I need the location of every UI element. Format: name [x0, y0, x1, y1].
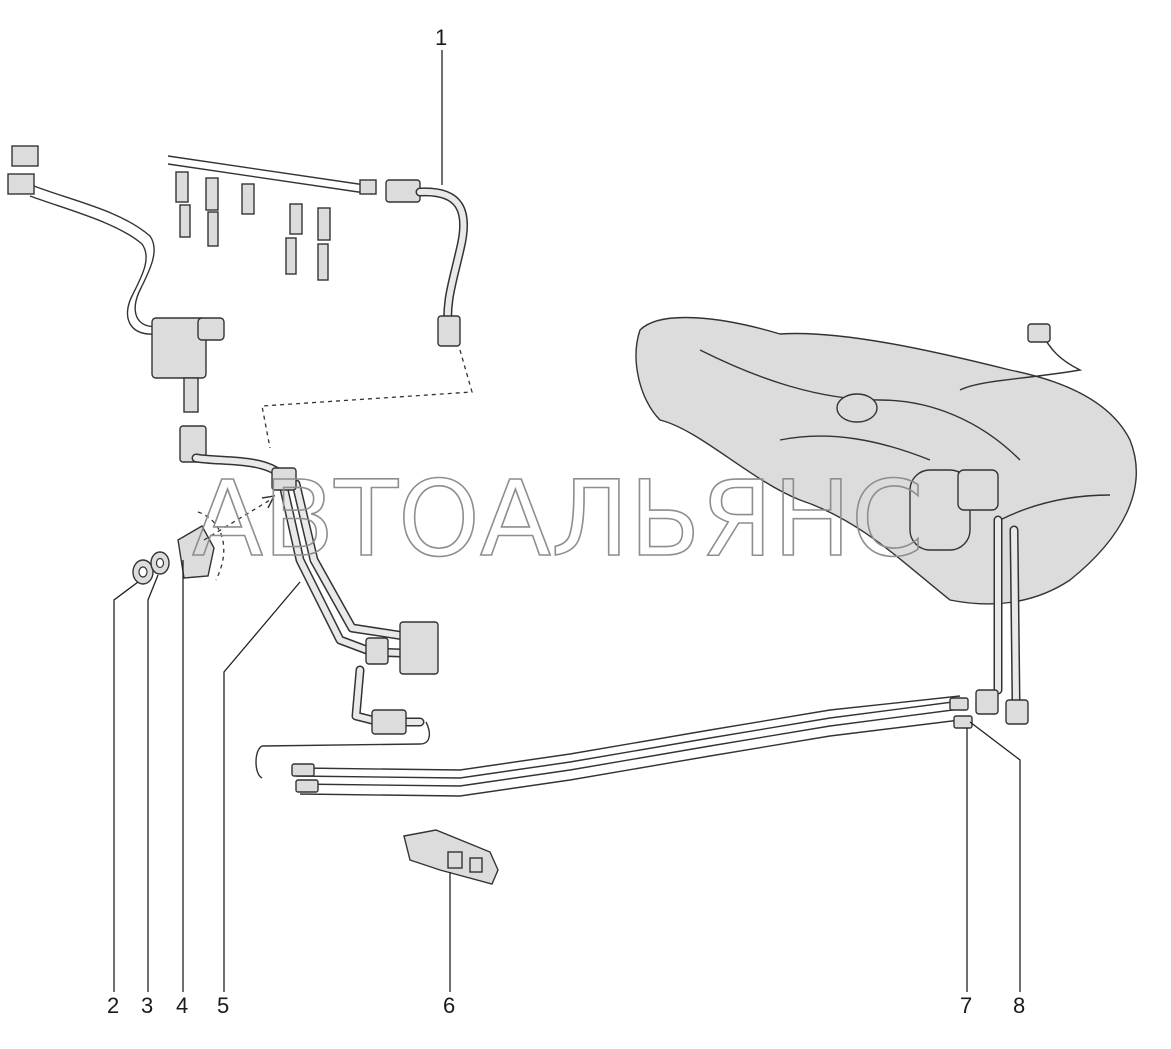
callout-1: 1 [435, 25, 447, 50]
wiring-harness [7, 145, 161, 335]
fuel-line [271, 467, 439, 735]
callout-5: 5 [217, 993, 229, 1018]
callout-7: 7 [960, 993, 972, 1018]
assembly-line [261, 349, 473, 449]
callout-3: 3 [141, 993, 153, 1018]
long-fuel-lines [255, 695, 973, 797]
callout-6: 6 [443, 993, 455, 1018]
callout-8: 8 [1013, 993, 1025, 1018]
nut-and-washer [132, 551, 170, 585]
fuel-rail-assembly [167, 155, 377, 281]
watermark: АВТОАЛЬЯНС [192, 458, 924, 580]
filter-module [151, 317, 225, 463]
leader-lines [113, 50, 1021, 992]
callout-4: 4 [176, 993, 188, 1018]
callout-labels: 1 2 3 4 5 6 7 8 [107, 25, 1025, 1018]
line-clip [403, 829, 499, 885]
fuel-tank [635, 316, 1137, 725]
fuel-hose [385, 179, 469, 347]
callout-2: 2 [107, 993, 119, 1018]
